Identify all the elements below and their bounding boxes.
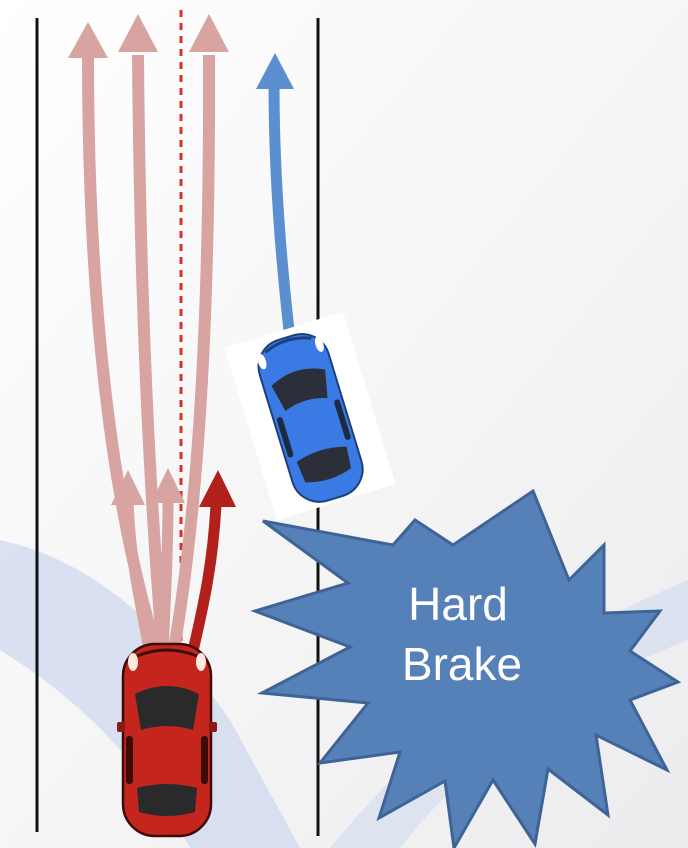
trajectory-long-2-arrowhead bbox=[118, 14, 158, 52]
trajectory-long-3 bbox=[167, 54, 216, 657]
trajectory-short-2-arrowhead bbox=[151, 468, 185, 503]
trajectory-long-3-arrowhead bbox=[189, 14, 229, 52]
chosen-trajectory bbox=[186, 504, 222, 657]
trajectory-short-2 bbox=[157, 499, 174, 656]
other-vehicle-trajectory bbox=[268, 84, 295, 331]
callout-line-2: Brake bbox=[402, 638, 522, 690]
trajectory-long-2 bbox=[132, 54, 169, 656]
hard-brake-callout: Hard Brake bbox=[250, 488, 682, 848]
starburst-shape bbox=[250, 488, 682, 848]
candidate-trajectories bbox=[68, 14, 229, 657]
trajectory-short-1-arrowhead bbox=[111, 470, 145, 505]
trajectory-long-1-arrowhead bbox=[68, 22, 108, 58]
other-vehicle-trajectory-arrowhead bbox=[256, 53, 294, 89]
blue-car-icon bbox=[224, 311, 396, 521]
trajectory-short-1 bbox=[122, 499, 156, 656]
chosen-trajectory-arrowhead bbox=[199, 470, 236, 507]
red-car-icon bbox=[117, 642, 217, 838]
callout-line-1: Hard bbox=[408, 578, 508, 630]
